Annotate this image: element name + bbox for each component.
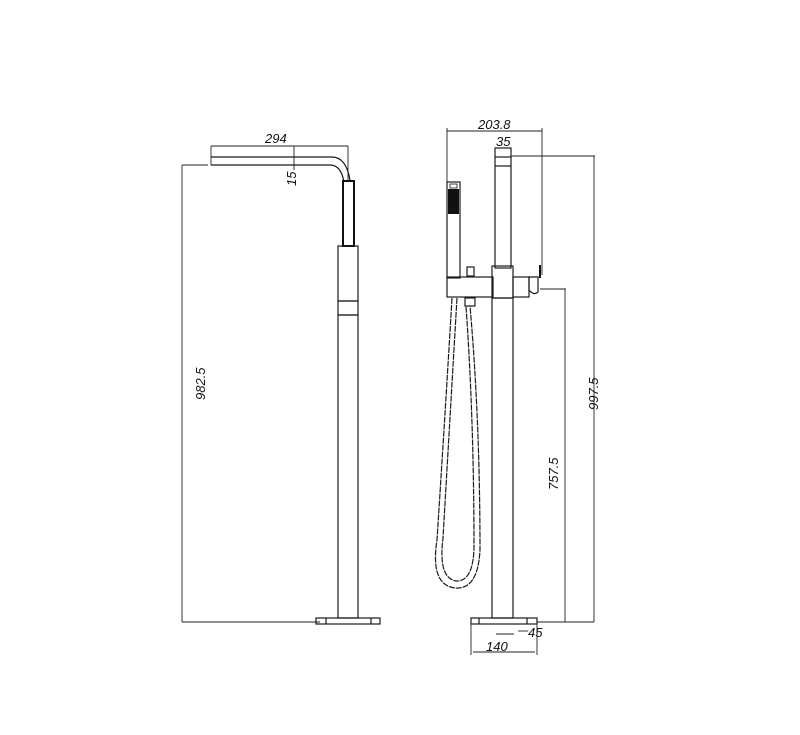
column — [337, 314, 359, 619]
right-base-plate — [470, 617, 538, 625]
hose-connector-block — [446, 276, 494, 298]
body-upper — [337, 245, 359, 302]
right-front-view: 203.8 35 997.5 757.5 — [434, 117, 601, 655]
right-overall-height-label: 997.5 — [586, 377, 601, 410]
base-plate — [315, 617, 381, 625]
left-side-view: 982.5 294 15 — [181, 131, 381, 625]
spout-reach-label: 294 — [264, 131, 287, 146]
spout-arm — [211, 156, 351, 181]
body-ring — [337, 300, 359, 316]
spout-width-label: 35 — [496, 134, 511, 149]
base-width-label: 140 — [486, 639, 508, 654]
hand-shower — [446, 181, 461, 279]
handle-height-label: 757.5 — [546, 457, 561, 490]
right-column — [491, 297, 514, 619]
upper-pipe — [342, 180, 355, 247]
diverter-knob — [466, 266, 475, 277]
spout-pipe — [494, 147, 512, 269]
overall-width-label: 203.8 — [477, 117, 511, 132]
spout-drop-label: 15 — [284, 171, 299, 186]
base-thickness-label: 45 — [528, 625, 543, 640]
shower-head — [448, 189, 459, 214]
mixer-body — [491, 265, 514, 299]
mixer-lever — [528, 276, 539, 295]
shower-hose — [434, 297, 481, 589]
overall-height-label: 982.5 — [193, 367, 208, 400]
